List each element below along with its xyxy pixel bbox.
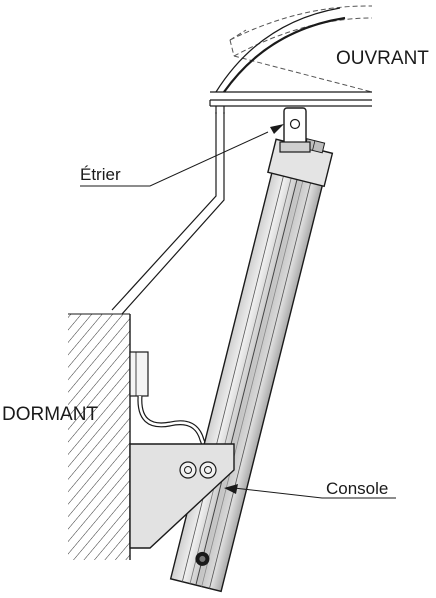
arrow-pointer-icon — [270, 124, 284, 134]
pivot-bolt-icon — [289, 118, 301, 130]
arrow-pointer-icon — [224, 484, 238, 494]
stirrup — [279, 107, 311, 153]
actuator-cylinder — [169, 133, 334, 593]
label-dormant: DORMANT — [2, 404, 98, 425]
label-console: Console — [326, 479, 388, 498]
label-ouvrant: OUVRANT — [336, 48, 429, 69]
support-arm — [111, 112, 225, 315]
wall-dormant — [68, 313, 149, 560]
leader-etrier — [80, 124, 284, 187]
label-etrier: Étrier — [80, 165, 121, 184]
console-bracket — [129, 443, 235, 549]
leader-console — [224, 484, 396, 499]
